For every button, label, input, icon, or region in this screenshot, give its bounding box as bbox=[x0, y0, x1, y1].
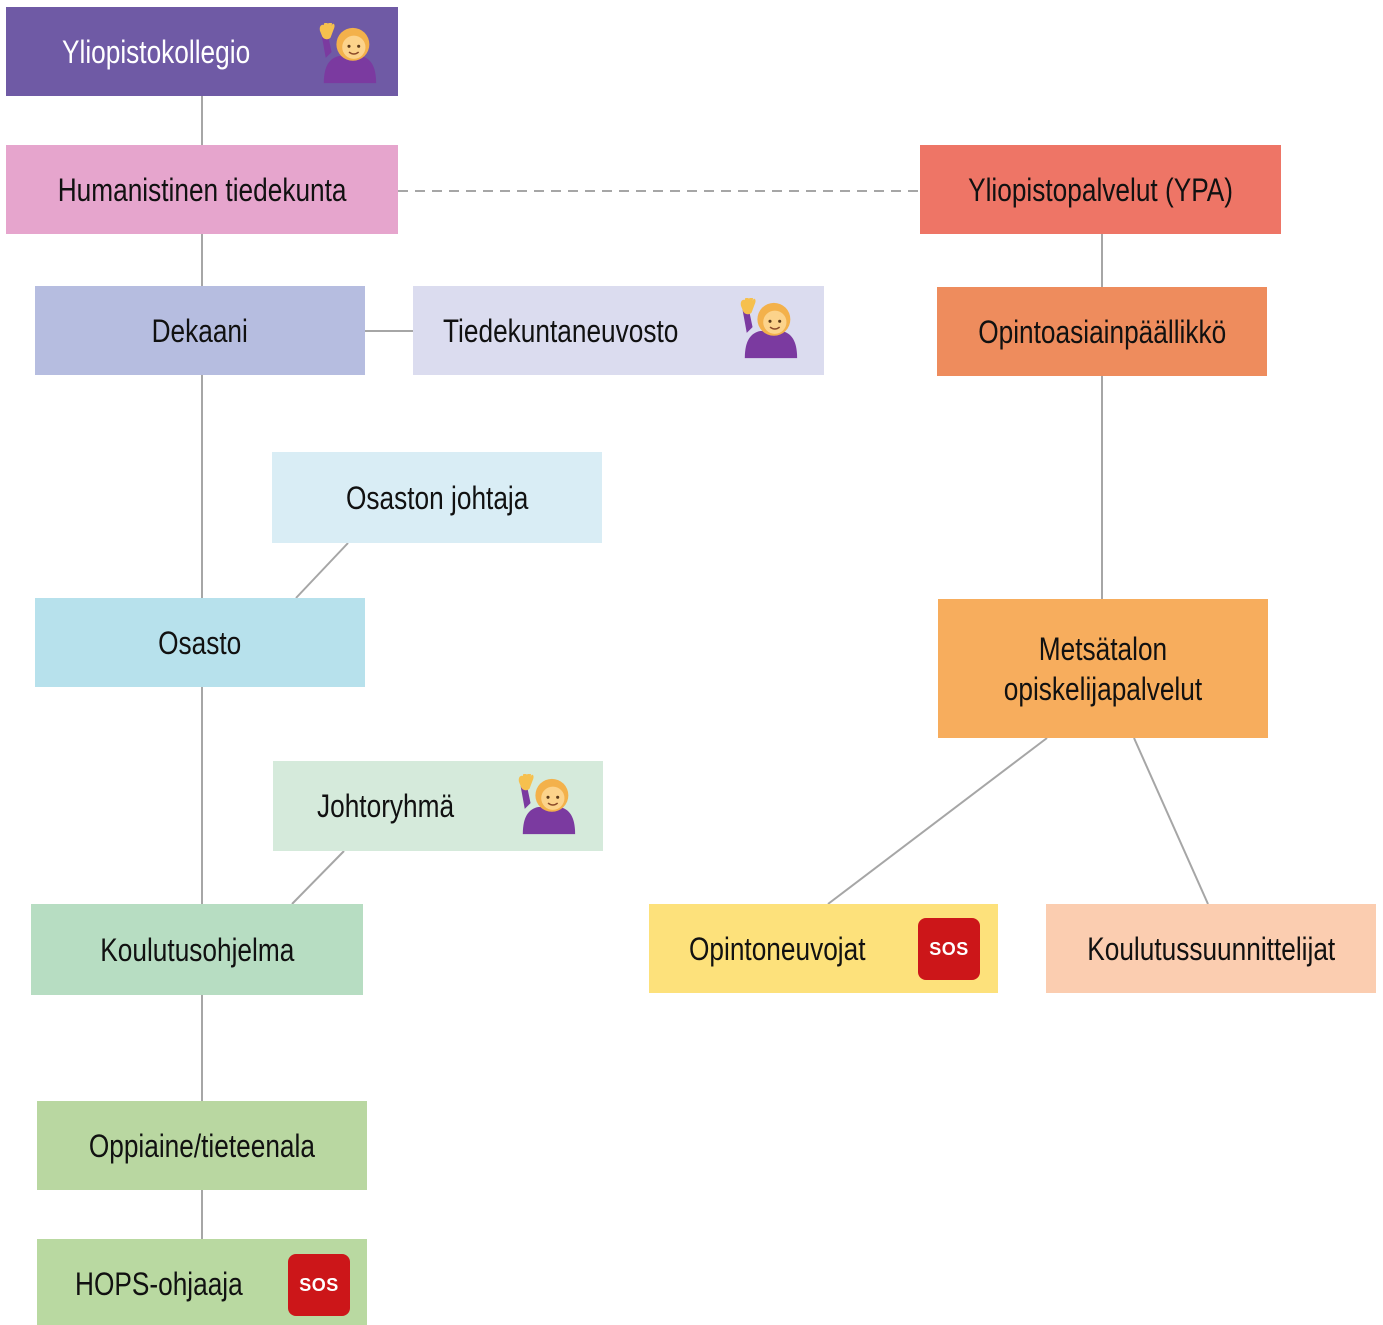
link-johtoryhma-koulutusohjelma bbox=[291, 850, 345, 905]
sos-icon: SOS bbox=[918, 918, 980, 980]
node-oppiaine-tieteenala: Oppiaine/tieteenala bbox=[37, 1101, 367, 1190]
node-dekaani: Dekaani bbox=[35, 286, 365, 375]
node-osasto: Osasto bbox=[35, 598, 365, 687]
link-metsatalon-koulutussuunnittelijat bbox=[1133, 737, 1209, 905]
node-koulutusohjelma: Koulutusohjelma bbox=[31, 904, 363, 995]
raising-hand-woman-icon bbox=[518, 774, 576, 835]
link-osastonjohtaja-osasto bbox=[295, 542, 349, 599]
node-label: Dekaani bbox=[151, 312, 249, 349]
node-label: Tiedekuntaneuvosto bbox=[443, 312, 679, 349]
node-label: Opintoasiainpäällikkö bbox=[978, 313, 1226, 350]
node-label: HOPS-ohjaaja bbox=[75, 1265, 243, 1302]
node-yliopistokollegio: Yliopistokollegio bbox=[6, 7, 398, 96]
node-label: Koulutussuunnittelijat bbox=[1086, 930, 1335, 967]
node-metsatalon-opiskelijapalvelut: Metsätalon opiskelijapalvelut bbox=[938, 599, 1268, 738]
node-label: Metsätalon opiskelijapalvelut bbox=[1004, 629, 1202, 709]
raising-hand-woman-icon bbox=[740, 298, 798, 359]
node-label-line-1: Metsätalon bbox=[1038, 630, 1168, 667]
node-hops-ohjaaja: HOPS-ohjaaja SOS bbox=[37, 1239, 367, 1325]
link-metsatalon-opintoneuvojat bbox=[827, 737, 1048, 905]
node-label: Opintoneuvojat bbox=[689, 930, 866, 967]
node-label: Koulutusohjelma bbox=[99, 931, 295, 968]
node-koulutussuunnittelijat: Koulutussuunnittelijat bbox=[1046, 904, 1376, 993]
node-opintoasiainpaallikko: Opintoasiainpäällikkö bbox=[937, 287, 1267, 376]
node-label-line-2: opiskelijapalvelut bbox=[1003, 670, 1203, 707]
node-label: Johtoryhmä bbox=[317, 788, 455, 824]
node-opintoneuvojat: Opintoneuvojat SOS bbox=[649, 904, 998, 993]
node-label: Osasto bbox=[158, 624, 242, 661]
node-label: Yliopistopalvelut (YPA) bbox=[968, 171, 1233, 208]
node-tiedekuntaneuvosto: Tiedekuntaneuvosto bbox=[413, 286, 824, 375]
node-label: Humanistinen tiedekunta bbox=[57, 171, 347, 208]
node-osaston-johtaja: Osaston johtaja bbox=[272, 452, 602, 543]
raising-hand-woman-icon bbox=[319, 23, 377, 84]
node-yliopistopalvelut: Yliopistopalvelut (YPA) bbox=[920, 145, 1281, 234]
node-label: Osaston johtaja bbox=[345, 479, 529, 516]
node-humanistinen-tiedekunta: Humanistinen tiedekunta bbox=[6, 145, 398, 234]
node-johtoryhma: Johtoryhmä bbox=[273, 761, 603, 851]
sos-icon: SOS bbox=[288, 1254, 350, 1316]
node-label: Oppiaine/tieteenala bbox=[88, 1127, 316, 1164]
node-label: Yliopistokollegio bbox=[62, 33, 251, 70]
